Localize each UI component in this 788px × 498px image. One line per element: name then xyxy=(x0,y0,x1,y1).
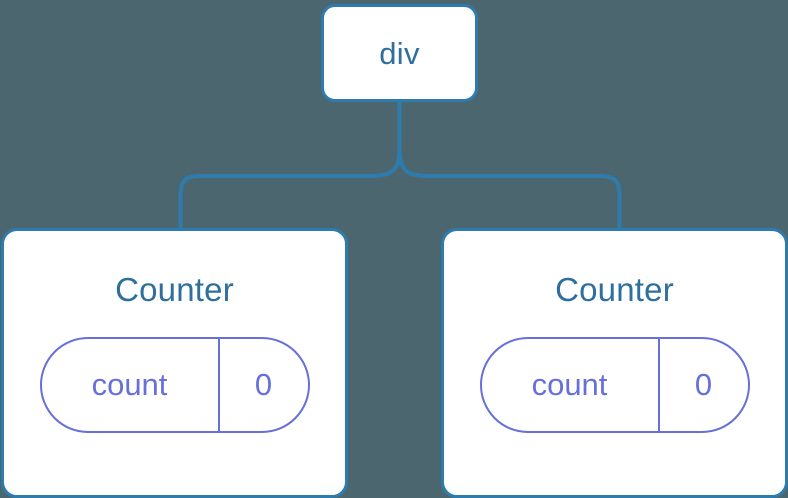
state-key: count xyxy=(91,366,168,402)
connector-branch-right xyxy=(397,149,622,229)
state-value: 0 xyxy=(657,339,748,431)
node-label: Counter xyxy=(115,271,234,308)
state-value: 0 xyxy=(217,339,308,431)
tree-node-div[interactable]: div xyxy=(321,4,478,102)
tree-node-counter-1[interactable]: Counter count 0 xyxy=(441,228,788,498)
state-key: count xyxy=(531,366,608,402)
state-badge[interactable]: count 0 xyxy=(39,337,310,433)
connector-branch-left xyxy=(178,149,402,229)
node-label: div xyxy=(379,35,420,71)
tree-node-counter-0[interactable]: Counter count 0 xyxy=(1,228,348,498)
state-badge[interactable]: count 0 xyxy=(479,337,750,433)
node-label: Counter xyxy=(555,271,674,308)
